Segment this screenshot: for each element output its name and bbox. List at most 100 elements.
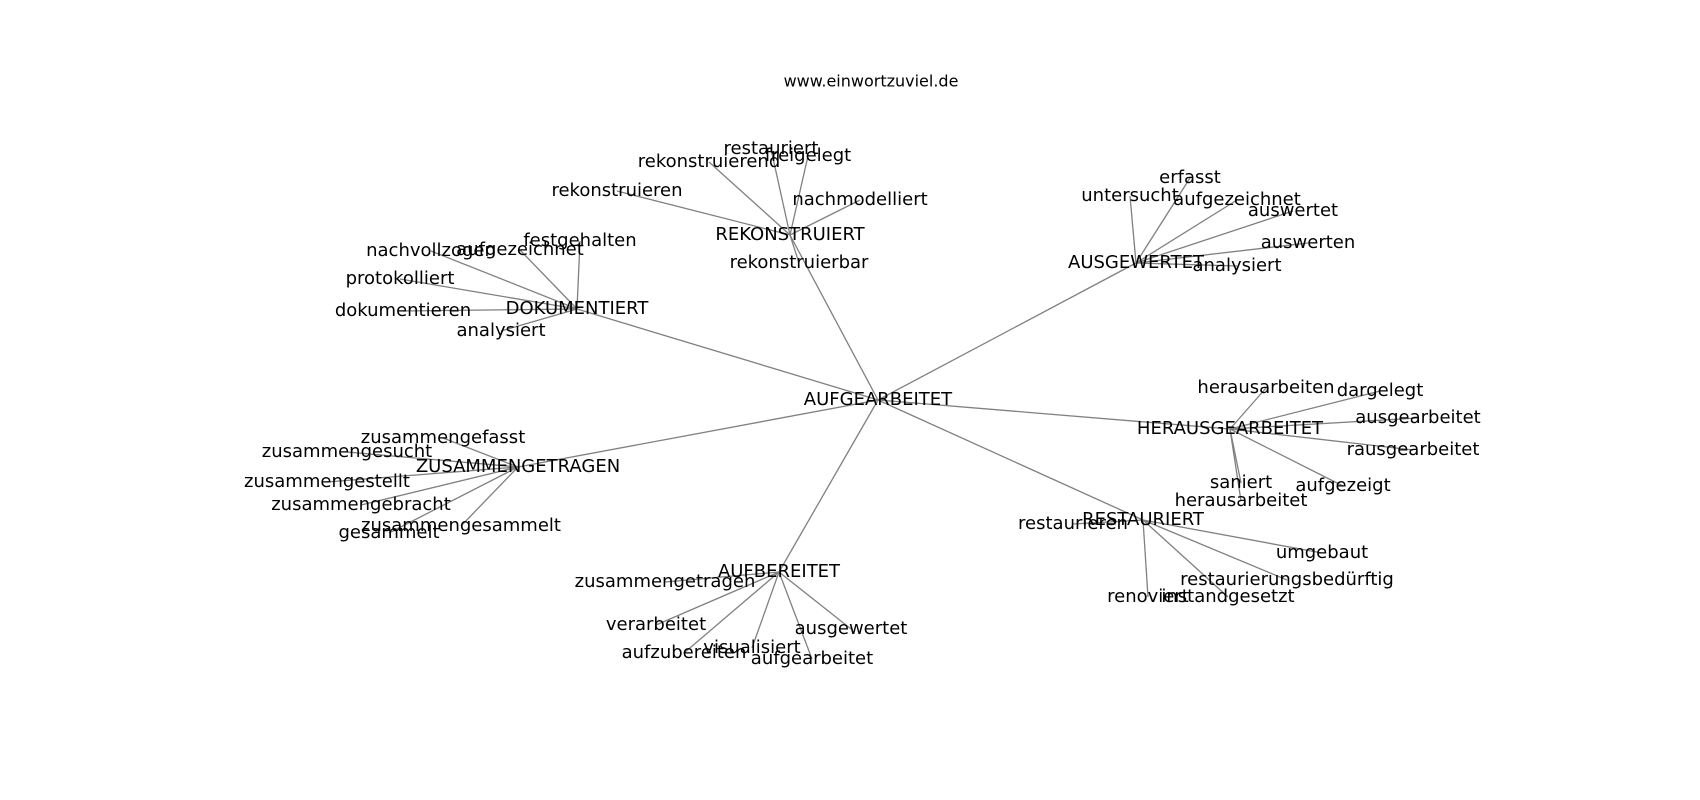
node-zusammengestellt: zusammengestellt (244, 471, 410, 492)
node-aufbereitet: AUFBEREITET (718, 561, 841, 582)
edge-zusammengetragen-zusammengebracht (360, 466, 519, 506)
node-herausgearbeitet: HERAUSGEARBEITET (1137, 418, 1324, 439)
node-gesammelt: gesammelt (338, 522, 439, 543)
node-herausarbeiten: herausarbeiten (1197, 377, 1334, 398)
edge-ausgewertet-untersucht (1129, 195, 1137, 264)
edge-herausgearbeitet-herausarbeitet (1229, 428, 1242, 502)
edge-ausgewertet-auswerten (1135, 242, 1309, 264)
edge-restauriert-renoviert (1142, 519, 1149, 598)
node-auswertet: auswertet (1248, 200, 1338, 221)
node-saniert: saniert (1210, 472, 1272, 493)
edge-dokumentiert-dokumentieren (402, 308, 578, 312)
edge-aufbereitet-zusammengetragen (664, 571, 780, 583)
edge-restauriert-instandgesetzt (1142, 519, 1229, 598)
label-layer: AUFGEARBEITET REKONSTRUIERT AUSGEWERTET DOK… (244, 138, 1481, 669)
node-untersucht: untersucht (1081, 185, 1179, 206)
node-visualisiert: visualisiert (703, 637, 800, 658)
node-nachvollzogen: nachvollzogen (366, 240, 496, 261)
node-freigelegt: freigelegt (765, 145, 851, 166)
edge-aufgearbeitet-ausgewertet (877, 262, 1137, 401)
node-aufzubereiten: aufzubereiten (622, 642, 747, 663)
edge-rekonstruiert-nachmodelliert (789, 199, 861, 236)
edge-dokumentiert-nachvollzogen (430, 250, 578, 310)
edge-ausgewertet-auswertet (1135, 210, 1294, 264)
edge-zusammengetragen-zusammengesammelt (460, 466, 519, 527)
node-umgebaut: umgebaut (1276, 542, 1368, 563)
edge-aufgearbeitet-restauriert (877, 399, 1144, 521)
node-rekonstruieren: rekonstruieren (551, 180, 682, 201)
edge-herausgearbeitet-aufgezeigt (1229, 428, 1344, 487)
node-ausgewertet: ausgewertet (795, 618, 908, 639)
edge-aufgearbeitet-dokumentiert (576, 308, 879, 401)
edge-aufgearbeitet-zusammengetragen (517, 399, 879, 468)
node-zusammengesucht: zusammengesucht (262, 441, 432, 462)
node-rausgearbeitet: rausgearbeitet (1347, 439, 1480, 460)
edge-aufbereitet-ausgewertet (778, 571, 852, 630)
edge-aufbereitet-aufzubereiten (683, 571, 780, 654)
edge-rekonstruiert-rekonstruierbar (789, 234, 800, 264)
node-verarbeitet: verarbeitet (606, 614, 706, 635)
node-rekonstruierbar: rekonstruierbar (730, 252, 869, 273)
node-dokumentieren: dokumentieren (335, 300, 471, 321)
node-restauriert: RESTAURIERT (1082, 509, 1205, 530)
edge-aufbereitet-verarbeitet (655, 571, 780, 626)
edge-rekonstruiert-rekonstruieren (616, 190, 791, 236)
edge-aufbereitet-aufgearbeitet (778, 571, 813, 660)
node-zusammengetragen: zusammengetragen (575, 571, 756, 592)
node-analysiert-a: analysiert (1192, 255, 1281, 276)
edge-dokumentiert-aufgezeichnet-d (519, 249, 578, 310)
node-restaurieren: restaurieren (1018, 513, 1128, 534)
edge-zusammengetragen-gesammelt (388, 466, 519, 534)
node-dokumentiert: DOKUMENTIERT (506, 298, 650, 319)
node-zusammengesammelt: zusammengesammelt (361, 515, 561, 536)
node-restauriert: restauriert (724, 138, 819, 159)
edge-layer (326, 148, 1419, 660)
edge-aufgearbeitet-aufbereitet (778, 399, 879, 573)
edge-aufgearbeitet-rekonstruiert (789, 234, 879, 401)
edge-zusammengetragen-zusammengesucht (346, 451, 519, 468)
edge-restauriert-umgebaut (1142, 519, 1323, 554)
node-ausgearbeitet: ausgearbeitet (1355, 407, 1480, 428)
edge-restauriert-restaurierungsbeduerftig (1142, 519, 1288, 581)
edge-dokumentiert-festgehalten (576, 240, 581, 310)
site-title: www.einwortzuviel.de (784, 72, 959, 91)
edge-zusammengetragen-zusammengefasst (442, 437, 519, 468)
edge-ausgewertet-aufgezeichnet-a (1135, 199, 1238, 264)
node-restaurierungsbeduerftig: restaurierungsbedürftig (1180, 569, 1394, 590)
node-aufgezeigt: aufgezeigt (1295, 475, 1390, 496)
node-zusammengefasst: zusammengefasst (361, 427, 526, 448)
edge-rekonstruiert-rekonstruierend (708, 161, 791, 236)
node-protokolliert: protokolliert (346, 268, 455, 289)
node-auswerten: auswerten (1261, 232, 1356, 253)
edge-dokumentiert-analysiert-d (500, 308, 578, 332)
node-aufgearbeitet: aufgearbeitet (751, 648, 873, 669)
node-rekonstruierend: rekonstruierend (638, 151, 781, 172)
node-zusammengetragen: ZUSAMMENGETRAGEN (416, 456, 620, 477)
edge-ausgewertet-analysiert-a (1135, 262, 1238, 267)
edge-restauriert-restaurieren (1072, 519, 1144, 525)
edge-herausgearbeitet-herausarbeiten (1229, 387, 1267, 430)
edge-herausgearbeitet-dargelegt (1229, 390, 1381, 430)
node-ausgewertet: AUSGEWERTET (1068, 252, 1205, 273)
node-aufgezeichnet-a: aufgezeichnet (1173, 189, 1301, 210)
edge-dokumentiert-protokolliert (399, 278, 578, 310)
node-aufgearbeitet: AUFGEARBEITET (804, 389, 953, 410)
edge-herausgearbeitet-ausgearbeitet (1229, 417, 1419, 430)
node-nachmodelliert: nachmodelliert (792, 189, 927, 210)
node-analysiert-d: analysiert (456, 320, 545, 341)
node-rekonstruiert: REKONSTRUIERT (715, 224, 865, 245)
node-dargelegt: dargelegt (1337, 380, 1424, 401)
node-renoviert: renoviert (1107, 586, 1189, 607)
node-instandgesetzt: instandgesetzt (1161, 586, 1294, 607)
node-festgehalten: festgehalten (523, 230, 636, 251)
node-erfasst: erfasst (1159, 167, 1221, 188)
edge-rekonstruiert-freigelegt (789, 155, 809, 236)
node-aufgezeichnet-d: aufgezeichnet (456, 239, 584, 260)
edge-aufgearbeitet-herausgearbeitet (877, 399, 1231, 430)
edge-aufbereitet-visualisiert (751, 571, 780, 649)
edge-ausgewertet-erfasst (1135, 177, 1191, 264)
edge-herausgearbeitet-rausgearbeitet (1229, 428, 1414, 451)
node-zusammengebracht: zusammengebracht (271, 494, 451, 515)
edge-rekonstruiert-restauriert (770, 148, 791, 236)
